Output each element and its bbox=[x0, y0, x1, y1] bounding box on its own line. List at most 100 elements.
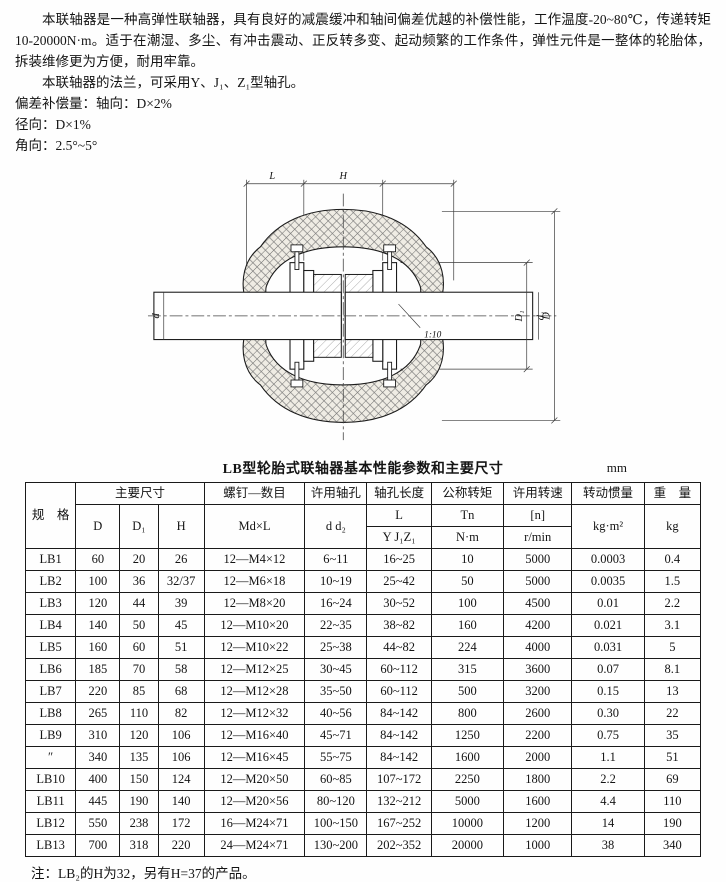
compensation-angular: 角向：2.5°~5° bbox=[15, 138, 98, 153]
col-header-bore: 许用轴孔 bbox=[304, 482, 368, 505]
table-cell: 110 bbox=[643, 790, 702, 813]
table-cell: 220 bbox=[157, 834, 205, 857]
table-cell: 60~112 bbox=[366, 680, 432, 703]
table-cell: 265 bbox=[75, 702, 121, 725]
table-cell: 318 bbox=[119, 834, 159, 857]
table-cell: 0.021 bbox=[571, 614, 645, 637]
table-cell: 22~35 bbox=[304, 614, 368, 637]
table-cell: 220 bbox=[75, 680, 121, 703]
table-cell: 45 bbox=[157, 614, 205, 637]
table-cell: 44 bbox=[119, 592, 159, 615]
table-cell: 4.4 bbox=[571, 790, 645, 813]
table-cell: 68 bbox=[157, 680, 205, 703]
table-cell: 5000 bbox=[430, 790, 505, 813]
dim-D-label: D bbox=[541, 312, 552, 321]
table-cell: 6~11 bbox=[304, 548, 368, 571]
dim-D1-label: D₁ bbox=[514, 310, 525, 322]
col-header-spec: 规 格 bbox=[24, 482, 77, 549]
table-cell: 24—M24×71 bbox=[203, 834, 306, 857]
table-cell: 172 bbox=[157, 812, 205, 835]
table-cell: 84~142 bbox=[366, 746, 432, 769]
table-header: 规 格 主要尺寸 螺钉—数目 许用轴孔 轴孔长度 公称转矩 许用转速 转动惯量 … bbox=[24, 482, 702, 549]
table-cell: 124 bbox=[157, 768, 205, 791]
table-cell: 20000 bbox=[430, 834, 505, 857]
table-cell: 1000 bbox=[503, 834, 573, 857]
table-cell: 4200 bbox=[503, 614, 573, 637]
table-cell: 100 bbox=[430, 592, 505, 615]
col-header-D1: D₁ bbox=[119, 504, 159, 549]
dim-d1-label: d₁ bbox=[536, 312, 547, 321]
table-cell: 38~82 bbox=[366, 614, 432, 637]
dim-L-label: L bbox=[268, 171, 275, 182]
table-cell: 55~75 bbox=[304, 746, 368, 769]
table-cell: 0.30 bbox=[571, 702, 645, 725]
table-cell: 400 bbox=[75, 768, 121, 791]
table-cell: 700 bbox=[75, 834, 121, 857]
table-cell: 50 bbox=[119, 614, 159, 637]
coupling-drawing: L H D D₁ d d₁ 1:10 bbox=[146, 160, 580, 456]
col-header-bore-length-types: Y J₁Z₁ bbox=[366, 526, 432, 549]
table-cell: 132~212 bbox=[366, 790, 432, 813]
table-cell: 36 bbox=[119, 570, 159, 593]
table-cell: 1600 bbox=[503, 790, 573, 813]
table-cell: 4500 bbox=[503, 592, 573, 615]
table-cell: 82 bbox=[157, 702, 205, 725]
table-cell: 69 bbox=[643, 768, 702, 791]
table-cell: 107~172 bbox=[366, 768, 432, 791]
footnote: 注：LB₂的H为32，另有H=37的产品。 bbox=[31, 866, 256, 881]
table-cell: 1.5 bbox=[643, 570, 702, 593]
col-header-torque: 公称转矩 bbox=[430, 482, 505, 505]
table-cell: LB3 bbox=[24, 592, 77, 615]
col-header-bolts: 螺钉—数目 bbox=[203, 482, 306, 505]
table-title: LB型轮胎式联轴器基本性能参数和主要尺寸 bbox=[222, 462, 504, 477]
table-cell: 0.75 bbox=[571, 724, 645, 747]
table-cell: 40~56 bbox=[304, 702, 368, 725]
table-cell: 185 bbox=[75, 658, 121, 681]
table-cell: 70 bbox=[119, 658, 159, 681]
table-cell: 167~252 bbox=[366, 812, 432, 835]
table-cell: 0.4 bbox=[643, 548, 702, 571]
table-cell: 10000 bbox=[430, 812, 505, 835]
table-cell: 51 bbox=[643, 746, 702, 769]
table-cell: 0.07 bbox=[571, 658, 645, 681]
table-cell: 80~120 bbox=[304, 790, 368, 813]
table-cell: 190 bbox=[119, 790, 159, 813]
table-cell: LB6 bbox=[24, 658, 77, 681]
table-cell: LB13 bbox=[24, 834, 77, 857]
table-cell: LB4 bbox=[24, 614, 77, 637]
table-cell: 22 bbox=[643, 702, 702, 725]
col-header-weight: 重 量 bbox=[643, 482, 702, 505]
table-cell: 0.01 bbox=[571, 592, 645, 615]
table-cell: 5 bbox=[643, 636, 702, 659]
table-cell: 60~112 bbox=[366, 658, 432, 681]
table-cell: 340 bbox=[75, 746, 121, 769]
col-header-weight-unit: kg bbox=[643, 504, 702, 549]
table-cell: 310 bbox=[75, 724, 121, 747]
table-cell: 12—M12×28 bbox=[203, 680, 306, 703]
table-cell: 51 bbox=[157, 636, 205, 659]
table-cell: 2250 bbox=[430, 768, 505, 791]
table-cell: 60 bbox=[75, 548, 121, 571]
table-cell: 12—M4×12 bbox=[203, 548, 306, 571]
table-cell: 190 bbox=[643, 812, 702, 835]
taper-leader bbox=[398, 303, 421, 328]
table-cell: 30~45 bbox=[304, 658, 368, 681]
table-cell: 106 bbox=[157, 724, 205, 747]
table-cell: LB1 bbox=[24, 548, 77, 571]
compensation-axial: 偏差补偿量：轴向：D×2% bbox=[15, 96, 172, 111]
col-header-inertia-unit: kg·m² bbox=[571, 504, 645, 549]
table-cell: 16~24 bbox=[304, 592, 368, 615]
table-cell: 12—M6×18 bbox=[203, 570, 306, 593]
col-header-main-dims: 主要尺寸 bbox=[75, 482, 205, 505]
col-header-bore-sub: d d₂ bbox=[304, 504, 368, 549]
